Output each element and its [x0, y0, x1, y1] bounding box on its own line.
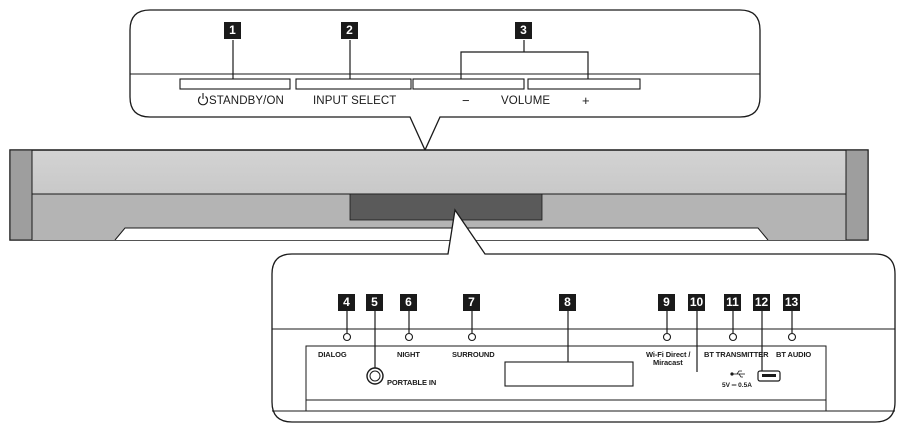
surround-led	[467, 332, 477, 342]
callout-badge-9: 9	[658, 294, 675, 311]
bt-transmitter-led	[728, 332, 738, 342]
callout-badge-5: 5	[366, 294, 383, 311]
standby-label: STANDBY/ON	[209, 95, 284, 107]
input-select-label: INPUT SELECT	[313, 95, 397, 107]
callout-3-bracket	[460, 40, 589, 79]
night-label: NIGHT	[397, 350, 420, 359]
volume-down-button	[412, 78, 525, 90]
volume-minus-label: −	[462, 93, 470, 108]
callout-badge-12: 12	[753, 294, 770, 311]
dialog-led	[342, 332, 352, 342]
dialog-label: DIALOG	[318, 350, 347, 359]
wifi-led	[662, 332, 672, 342]
volume-up-button	[527, 78, 641, 90]
display-window	[504, 361, 634, 387]
callout-badge-6: 6	[400, 294, 417, 311]
callout-badge-13: 13	[783, 294, 800, 311]
callout-badge-10: 10	[688, 294, 705, 311]
miracast-label: Miracast	[653, 358, 683, 367]
soundbar-body	[9, 149, 869, 241]
bt-audio-led	[787, 332, 797, 342]
top-button-strip	[179, 78, 641, 90]
portable-in-label: PORTABLE IN	[387, 378, 437, 387]
input-select-button	[295, 78, 412, 90]
bt-audio-label: BT AUDIO	[776, 350, 812, 359]
front-display-window	[349, 193, 543, 221]
volume-label: VOLUME	[501, 95, 551, 107]
callout-badge-2: 2	[341, 22, 358, 39]
surround-label: SURROUND	[452, 350, 495, 359]
bottom-callout-bubble	[271, 208, 896, 423]
front-panel-face	[272, 345, 895, 412]
usb-icon	[730, 370, 745, 378]
callout-badge-7: 7	[463, 294, 480, 311]
power-icon	[198, 93, 208, 106]
callout-badge-11: 11	[724, 294, 741, 311]
callout-badge-1: 1	[224, 22, 241, 39]
led-indicators	[342, 332, 797, 342]
wifi-direct-label: Wi-Fi Direct /	[646, 350, 691, 359]
standby-button	[179, 78, 291, 90]
headphone-jack-icon	[366, 367, 384, 385]
callout-badge-4: 4	[338, 294, 355, 311]
volume-plus-label: +	[582, 93, 590, 108]
night-led	[404, 332, 414, 342]
usb-rating-label: 5V ═ 0.5A	[722, 382, 752, 389]
bt-transmitter-label: BT TRANSMITTER	[704, 350, 769, 359]
callout-badge-8: 8	[559, 294, 576, 311]
callout-badge-3: 3	[515, 22, 532, 39]
